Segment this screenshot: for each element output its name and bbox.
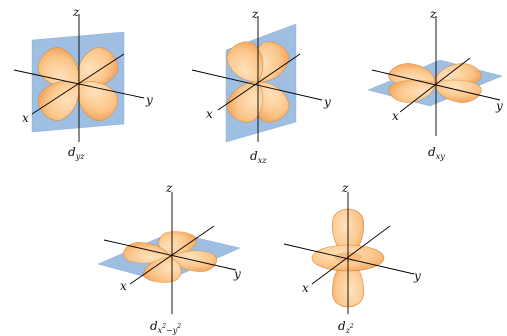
y-axis [103,239,237,271]
z-axis-label: z [251,7,259,21]
y-axis [371,69,501,101]
orbital-label-dx2-y2: dx2−y2 [150,319,181,335]
x-axis-label: x [206,107,213,121]
y-axis [191,69,323,101]
x-axis [399,57,471,113]
z-axis-label: z [341,181,349,195]
x-axis-label: x [302,281,309,295]
orbital-label-dz2: dz2 [338,319,354,335]
y-axis-label: y [145,93,153,107]
orbital-dz2: z y x dz2 [283,181,421,335]
orbital-dyz: z y x dyz [13,5,153,161]
y-axis-label: y [413,269,421,283]
x-axis [129,225,215,285]
orbital-dx2-y2: z y x dx2−y2 [97,181,241,335]
x-axis-label: x [22,111,29,125]
y-axis-label: y [233,267,241,281]
x-axis [31,53,125,115]
x-axis [311,225,391,285]
x-axis [217,53,301,111]
orbital-dxz: z y x dxz [191,7,331,165]
lobe-group [118,228,222,286]
orbital-label-dxz: dxz [250,149,267,165]
y-axis-label: y [323,95,331,109]
y-axis-label: y [495,99,503,113]
z-axis-label: z [165,181,173,195]
orbital-dxy: z y x dxy [367,7,503,161]
orbital-label-dyz: dyz [68,145,85,161]
x-axis-label: x [120,279,127,293]
y-axis [13,69,145,99]
y-axis [283,243,415,275]
z-axis-label: z [72,5,80,19]
orbital-label-dxy: dxy [428,145,445,161]
x-axis-label: x [392,109,399,123]
z-axis-label: z [429,7,437,21]
